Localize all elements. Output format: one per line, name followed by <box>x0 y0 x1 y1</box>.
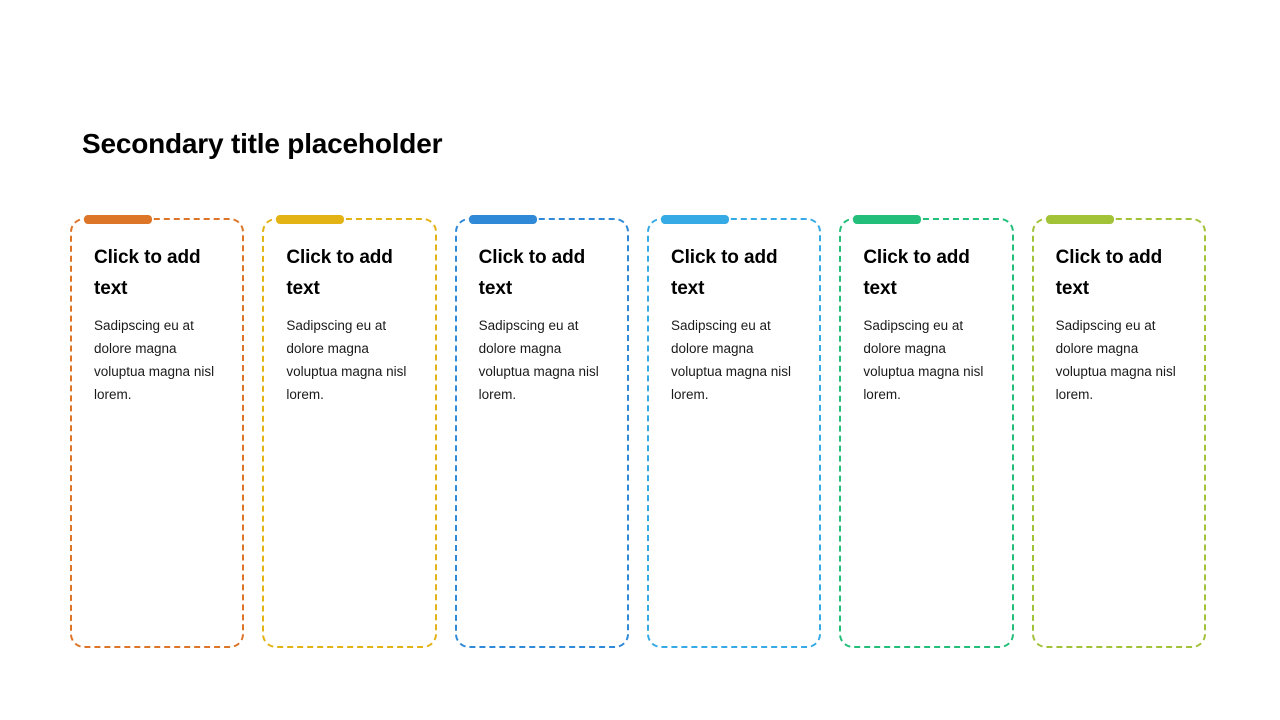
card-3[interactable]: Click to add text Sadipscing eu at dolor… <box>454 215 629 648</box>
card-3-heading[interactable]: Click to add text <box>478 247 586 299</box>
card-5-body[interactable]: Sadipscing eu at dolore magna voluptua m… <box>863 318 984 402</box>
card-6[interactable]: Click to add text Sadipscing eu at dolor… <box>1031 215 1206 648</box>
card-1-heading[interactable]: Click to add text <box>94 247 201 299</box>
card-4-body[interactable]: Sadipscing eu at dolore magna voluptua m… <box>670 318 792 402</box>
card-4[interactable]: Click to add text Sadipscing eu at dolor… <box>646 215 822 648</box>
card-5[interactable]: Click to add text Sadipscing eu at dolor… <box>839 215 1014 648</box>
card-4-heading[interactable]: Click to add text <box>670 247 778 299</box>
card-2-body[interactable]: Sadipscing eu at dolore magna voluptua m… <box>286 318 407 402</box>
card-3-accent-bar <box>468 215 537 224</box>
card-4-accent-bar <box>660 215 729 224</box>
card-row: Click to add text Sadipscing eu at dolor… <box>70 215 1206 648</box>
card-5-heading[interactable]: Click to add text <box>863 247 970 299</box>
page-title: Secondary title placeholder <box>82 128 443 159</box>
card-1[interactable]: Click to add text Sadipscing eu at dolor… <box>70 215 245 648</box>
card-6-heading[interactable]: Click to add text <box>1055 247 1163 299</box>
card-1-body[interactable]: Sadipscing eu at dolore magna voluptua m… <box>94 318 215 402</box>
card-6-accent-bar <box>1045 215 1114 224</box>
card-1-accent-bar <box>84 215 152 224</box>
card-2-accent-bar <box>276 215 345 224</box>
card-6-body[interactable]: Sadipscing eu at dolore magna voluptua m… <box>1055 318 1176 402</box>
card-5-accent-bar <box>853 215 922 224</box>
card-2-heading[interactable]: Click to add text <box>286 247 393 299</box>
card-3-body[interactable]: Sadipscing eu at dolore magna voluptua m… <box>478 318 599 402</box>
card-2[interactable]: Click to add text Sadipscing eu at dolor… <box>262 215 437 648</box>
